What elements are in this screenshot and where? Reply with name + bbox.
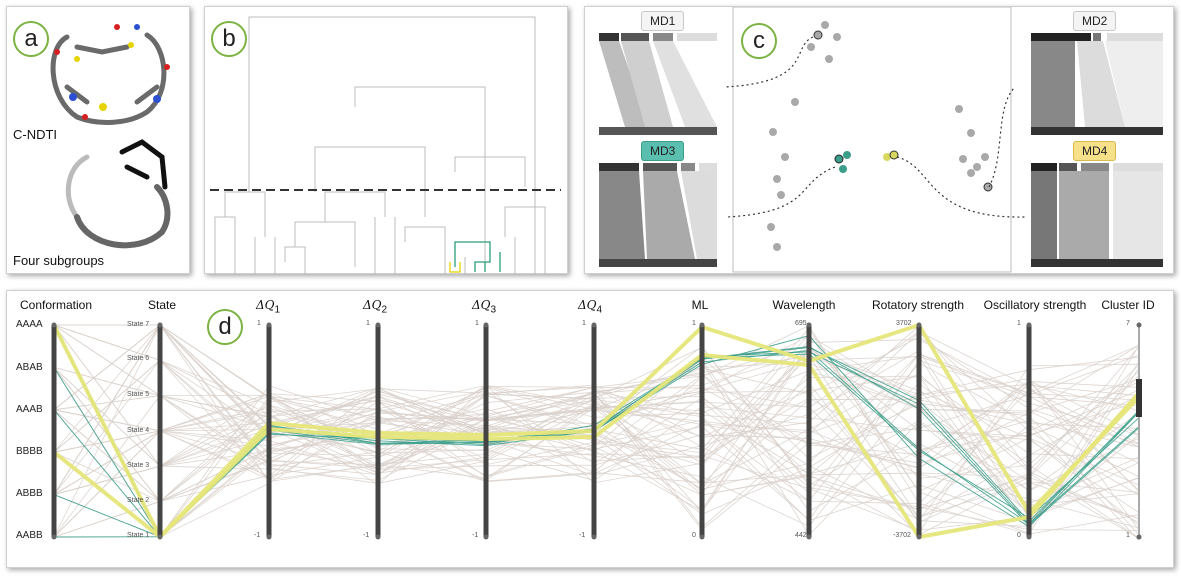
- md1-tag: MD1: [641, 11, 685, 31]
- panel-a: a C-NDTI Four subgroups: [6, 6, 190, 274]
- panel-c-letter: c: [741, 23, 777, 59]
- pc-axis-cap: [1136, 534, 1142, 540]
- axis-title-dq1: ΔQ1: [256, 298, 280, 315]
- pc-axis-cap: [1136, 322, 1142, 328]
- pc-axis-cap: [916, 534, 922, 540]
- axis-title-dq1-symbol: ΔQ: [255, 298, 275, 312]
- embedding-and-sankey: [599, 7, 1163, 273]
- tick-state-2: State 2: [127, 497, 150, 504]
- tick-oscillatory-bottom: 0: [1017, 532, 1021, 539]
- pc-axis-cap: [1026, 534, 1032, 540]
- pc-axis-cap: [51, 322, 57, 328]
- tick-wavelength-bottom: 442: [795, 532, 807, 539]
- pc-axis-cap: [591, 322, 597, 328]
- axis-title-dq3-sub: 3: [490, 304, 497, 316]
- axis-title-conformation: Conformation: [19, 298, 93, 312]
- axis-title-dq4: ΔQ4: [578, 298, 602, 315]
- axis-title-ml: ML: [691, 298, 709, 312]
- md3-tag: MD3: [641, 141, 685, 161]
- label-c-ndti: C-NDTI: [13, 127, 58, 142]
- panel-b: b: [204, 6, 568, 275]
- tick-state-6: State 6: [127, 355, 150, 362]
- tick-state-4: State 4: [127, 427, 150, 434]
- pc-axis-cap: [916, 322, 922, 328]
- cat-conf-1: ABAB: [16, 362, 43, 373]
- panel-b-letter: b: [211, 21, 247, 57]
- axis-title-rotatory: Rotatory strength: [871, 298, 965, 312]
- pc-axis-cap: [699, 534, 705, 540]
- tick-dq2-bottom: -1: [363, 532, 370, 539]
- axis-title-dq2-sub: 2: [381, 304, 388, 316]
- axis-title-dq4-sub: 4: [596, 304, 603, 316]
- md4-tag: MD4: [1073, 141, 1117, 161]
- pc-axis-cap: [483, 534, 489, 540]
- axis-title-dq2-symbol: ΔQ: [362, 298, 382, 312]
- tick-cluster-bottom: 1: [1126, 532, 1130, 539]
- tick-dq4-top: 1: [582, 320, 586, 327]
- panel-a-letter: a: [13, 21, 49, 57]
- tick-dq4-bottom: -1: [579, 532, 586, 539]
- tick-ml-top: 1: [692, 320, 696, 327]
- cat-conf-4: ABBB: [16, 488, 43, 499]
- panel-d-letter: d: [207, 309, 243, 345]
- tick-rotatory-bottom: -3702: [893, 532, 911, 539]
- pc-axis-cap: [483, 322, 489, 328]
- tick-state-5: State 5: [127, 391, 150, 398]
- panel-d: d: [6, 290, 1174, 568]
- pc-axis-cap: [266, 322, 272, 328]
- axis-title-state: State: [147, 298, 177, 312]
- cat-conf-2: AAAB: [16, 404, 43, 415]
- tick-state-1: State 1: [127, 532, 150, 539]
- axis-title-dq2: ΔQ2: [363, 298, 387, 315]
- tick-dq2-top: 1: [366, 320, 370, 327]
- pc-axis-cap: [266, 534, 272, 540]
- pc-axis-cap: [806, 322, 812, 328]
- cluster-brush[interactable]: [1136, 379, 1142, 417]
- panel-c: c: [584, 6, 1174, 274]
- axis-title-wavelength: Wavelength: [772, 298, 836, 312]
- label-four-subgroups: Four subgroups: [13, 253, 105, 268]
- tick-dq1-top: 1: [257, 320, 261, 327]
- tick-wavelength-top: 695: [795, 320, 807, 327]
- tick-dq3-top: 1: [475, 320, 479, 327]
- tick-state-7: State 7: [127, 321, 150, 328]
- pc-axis-cap: [375, 534, 381, 540]
- pc-axis-cap: [806, 534, 812, 540]
- tick-cluster-top: 7: [1126, 320, 1130, 327]
- pc-axis-cap: [1026, 322, 1032, 328]
- axis-title-oscillatory: Oscillatory strength: [983, 298, 1087, 312]
- pc-axis-cap: [157, 322, 163, 328]
- tick-dq3-bottom: -1: [472, 532, 479, 539]
- tick-ml-bottom: 0: [692, 532, 696, 539]
- pc-axis-cap: [591, 534, 597, 540]
- pc-axis-cap: [51, 534, 57, 540]
- axis-title-dq4-symbol: ΔQ: [577, 298, 597, 312]
- pc-axis-cap: [699, 322, 705, 328]
- md2-tag: MD2: [1073, 11, 1117, 31]
- axis-title-dq3-symbol: ΔQ: [471, 298, 491, 312]
- molecule-ring-image: [50, 24, 171, 249]
- pc-axis-cap: [375, 322, 381, 328]
- cat-conf-5: AABB: [16, 530, 43, 541]
- pc-axis-cap: [157, 534, 163, 540]
- tick-rotatory-top: 3702: [896, 320, 912, 327]
- cat-conf-0: AAAA: [16, 319, 43, 330]
- axis-title-dq3: ΔQ3: [472, 298, 496, 315]
- tick-dq1-bottom: -1: [254, 532, 261, 539]
- cat-conf-3: BBBB: [16, 446, 43, 457]
- tick-state-3: State 3: [127, 462, 150, 469]
- axis-title-dq1-sub: 1: [274, 304, 281, 316]
- axis-title-cluster: Cluster ID: [1101, 298, 1155, 312]
- parallel-coordinates: [51, 322, 1142, 541]
- tick-oscillatory-top: 1: [1017, 320, 1021, 327]
- dendrogram: [210, 16, 561, 275]
